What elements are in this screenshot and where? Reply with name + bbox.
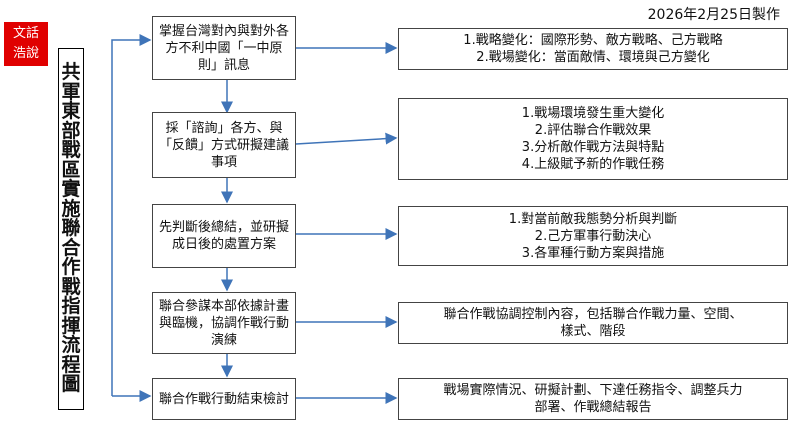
title-char: 圖 xyxy=(61,373,81,396)
detail-line: 2.己方軍事行動決心 xyxy=(534,228,652,244)
title-char: 揮 xyxy=(61,314,81,337)
author-badge: 文話 浩說 xyxy=(4,22,48,66)
detail-line: 戰場實際情況、研擬計劃、下達任務指令、調整兵力 xyxy=(443,383,743,398)
title-char: 實 xyxy=(61,178,81,201)
title-char: 軍 xyxy=(61,80,81,103)
step-5-details: 戰場實際情況、研擬計劃、下達任務指令、調整兵力 部署、作戰總結報告 xyxy=(398,378,788,420)
title-char: 施 xyxy=(61,197,81,220)
title-char: 共 xyxy=(61,61,81,84)
title-char: 流 xyxy=(61,334,81,357)
step-2-box: 採「諮詢」各方、與「反饋」方式研擬建議事項 xyxy=(152,112,296,178)
step-1-details: 1.戰略變化：國際形勢、敵方戰略、己方戰略 2.戰場變化：當面敵情、環境與己方變… xyxy=(398,28,788,70)
badge-line-1: 文話 xyxy=(12,26,39,41)
title-char: 戰 xyxy=(61,139,81,162)
title-char: 部 xyxy=(61,119,81,142)
step-1-box: 掌握台灣對內與對外各方不利中國「一中原則」訊息 xyxy=(152,16,296,80)
title-char: 聯 xyxy=(61,217,81,240)
detail-line: 1.戰場環境發生重大變化 xyxy=(521,106,665,121)
title-char: 作 xyxy=(61,256,81,279)
detail-line: 部署、作戰總結報告 xyxy=(534,400,652,415)
step-4-details: 聯合作戰協調控制內容，包括聯合作戰力量、空間、 樣式、階段 xyxy=(398,302,788,344)
title-char: 東 xyxy=(61,100,81,123)
date-label: 2026年2月25日製作 xyxy=(647,7,780,23)
badge-line-2: 浩說 xyxy=(12,46,39,61)
step-3-details: 1.對當前敵我態勢分析與判斷 2.己方軍事行動決心 3.各軍種行動方案與措施 xyxy=(398,206,788,266)
title-char: 戰 xyxy=(61,275,81,298)
step-4-box: 聯合參謀本部依據計畫與臨機，協調作戰行動演練 xyxy=(152,292,296,354)
detail-line: 4.上級賦予新的作戰任務 xyxy=(521,157,665,172)
title-char: 程 xyxy=(61,353,81,376)
detail-line: 聯合作戰協調控制內容，包括聯合作戰力量、空間、 xyxy=(443,307,743,322)
title-char: 合 xyxy=(61,236,81,259)
step-5-box: 聯合作戰行動結束檢討 xyxy=(152,378,296,420)
detail-line: 1.對當前敵我態勢分析與判斷 xyxy=(508,211,678,227)
detail-line: 1.戰略變化：國際形勢、敵方戰略、己方戰略 xyxy=(463,33,723,48)
title-char: 區 xyxy=(61,158,81,181)
detail-line: 2.評估聯合作戰效果 xyxy=(534,123,652,138)
step-2-details: 1.戰場環境發生重大變化 2.評估聯合作戰效果 3.分析敵作戰方法與特點 4.上… xyxy=(398,98,788,180)
detail-line: 樣式、階段 xyxy=(560,324,626,339)
title-char: 指 xyxy=(61,295,81,318)
detail-line: 3.各軍種行動方案與措施 xyxy=(521,245,665,261)
vertical-title: 共軍東部戰區實施聯合作戰指揮流程圖 xyxy=(58,48,84,410)
detail-line: 3.分析敵作戰方法與特點 xyxy=(521,140,665,155)
step-3-box: 先判斷後總結，並研擬成日後的處置方案 xyxy=(152,204,296,268)
detail-line: 2.戰場變化：當面敵情、環境與己方變化 xyxy=(476,50,710,65)
